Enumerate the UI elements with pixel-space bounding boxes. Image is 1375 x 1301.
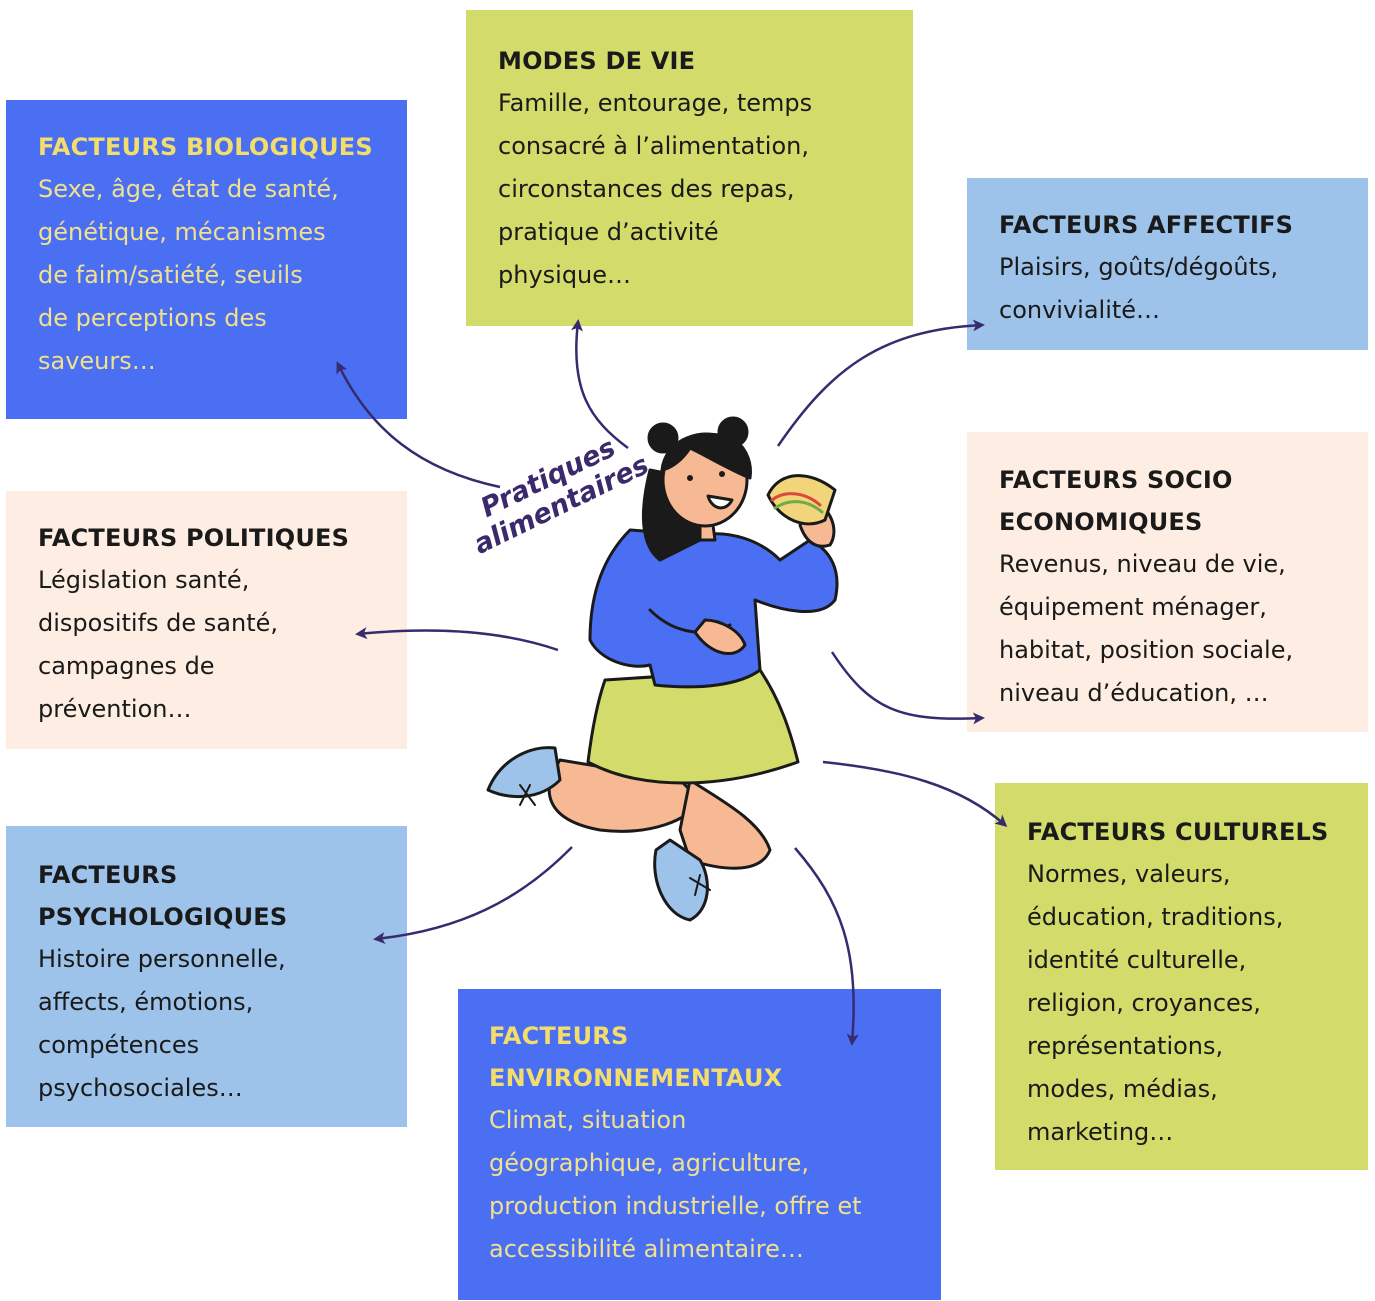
box-facteurs-psychologiques: FACTEURS PSYCHOLOGIQUES Histoire personn…: [6, 826, 407, 1127]
box-body: Histoire personnelle, affects, émotions,…: [38, 945, 286, 1102]
box-body: Sexe, âge, état de santé, génétique, méc…: [38, 175, 339, 375]
box-facteurs-affectifs: FACTEURS AFFECTIFS Plaisirs, goûts/dégoû…: [967, 178, 1368, 350]
box-body: Climat, situation géographique, agricult…: [489, 1106, 862, 1263]
arrows: [336, 319, 1008, 1046]
arrow-to-politiques: [355, 627, 559, 652]
box-title: FACTEURS BIOLOGIQUES: [38, 133, 373, 161]
sandwich-icon: [766, 474, 837, 526]
box-title: FACTEURS CULTURELS: [1027, 818, 1329, 846]
box-title: FACTEURS ENVIRONNEMENTAUX: [489, 1022, 783, 1092]
box-facteurs-biologiques: FACTEURS BIOLOGIQUES Sexe, âge, état de …: [6, 100, 407, 419]
box-facteurs-socio-economiques: FACTEURS SOCIO ECONOMIQUES Revenus, nive…: [967, 432, 1368, 732]
arrow-to-socio: [830, 651, 985, 725]
box-modes-de-vie: MODES DE VIE Famille, entourage, temps c…: [466, 10, 913, 326]
arrow-to-environnementaux: [794, 847, 859, 1046]
box-body: Législation santé, dispositifs de santé,…: [38, 566, 279, 723]
box-title: FACTEURS POLITIQUES: [38, 524, 350, 552]
box-title: FACTEURS SOCIO ECONOMIQUES: [999, 466, 1233, 536]
arrow-to-psychologiques: [373, 846, 573, 945]
box-body: Revenus, niveau de vie, équipement ménag…: [999, 550, 1294, 707]
arrow-to-modes: [570, 319, 629, 450]
box-body: Famille, entourage, temps consacré à l’a…: [498, 89, 813, 289]
arrow-to-culturels: [822, 760, 1008, 827]
box-facteurs-politiques: FACTEURS POLITIQUES Législation santé, d…: [6, 491, 407, 749]
arrow-to-bio: [336, 361, 501, 489]
box-body: Normes, valeurs, éducation, traditions, …: [1027, 860, 1284, 1146]
box-title: FACTEURS AFFECTIFS: [999, 211, 1294, 239]
box-body: Plaisirs, goûts/dégoûts, convivialité…: [999, 253, 1279, 324]
arrow-to-affectifs: [776, 319, 985, 447]
box-title: MODES DE VIE: [498, 47, 696, 75]
girl-illustration: [486, 416, 839, 922]
box-title: FACTEURS PSYCHOLOGIQUES: [38, 861, 288, 931]
box-facteurs-culturels: FACTEURS CULTURELS Normes, valeurs, éduc…: [995, 783, 1368, 1170]
box-facteurs-environnementaux: FACTEURS ENVIRONNEMENTAUX Climat, situat…: [458, 989, 941, 1300]
